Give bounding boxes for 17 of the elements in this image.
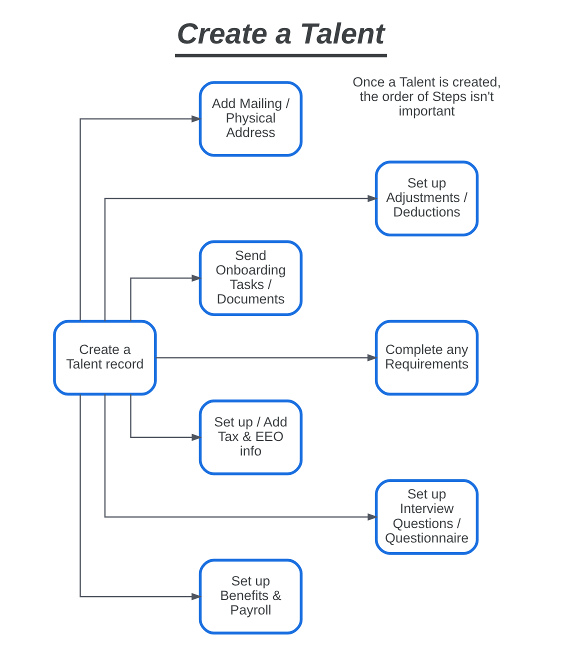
- node-box: Set up Interview Questions / Questionnaire: [374, 479, 478, 555]
- node-box: Set up Adjustments / Deductions: [374, 160, 478, 236]
- diagram-title: Create a Talent: [176, 18, 384, 51]
- arrow: [79, 115, 202, 321]
- node-box: Set up / Add Tax & EEO info: [198, 400, 302, 476]
- arrow: [79, 394, 202, 600]
- node-box: Set up Benefits & Payroll: [198, 558, 302, 634]
- arrow: [130, 394, 202, 441]
- arrow: [155, 354, 378, 362]
- arrow: [130, 274, 202, 322]
- node-box: Add Mailing / Physical Address: [198, 81, 302, 157]
- node-box: Send Onboarding Tasks / Documents: [198, 240, 302, 316]
- node-box: Create a Talent record: [52, 320, 156, 396]
- node-box: Complete any Requirements: [374, 320, 478, 396]
- arrow: [104, 394, 378, 521]
- label: Once a Talent is created, the order of Steps isn't important: [352, 74, 500, 119]
- arrow: [104, 194, 378, 322]
